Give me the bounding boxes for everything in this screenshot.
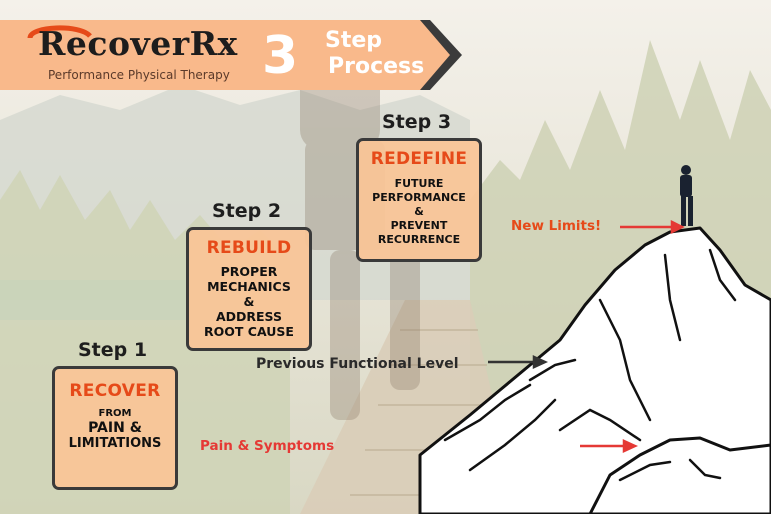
step-count-number: 3 (262, 26, 299, 86)
pain-arrow (580, 439, 639, 453)
previous-level-label: Previous Functional Level (256, 356, 459, 372)
step-2-heading: REBUILD (206, 238, 292, 258)
climber-silhouette (680, 165, 693, 226)
step-3-card: REDEFINE FUTURE PERFORMANCE & PREVENT RE… (356, 138, 482, 262)
step-2-body: PROPER MECHANICS & ADDRESS ROOT CAUSE (189, 264, 309, 339)
step-2-line: MECHANICS (207, 279, 291, 294)
step-2-card: REBUILD PROPER MECHANICS & ADDRESS ROOT … (186, 227, 312, 351)
new-limits-label: New Limits! (511, 218, 602, 234)
step-2-line: ROOT CAUSE (204, 324, 294, 339)
step-1-heading: RECOVER (69, 381, 161, 401)
brand-name: RecoverRx (38, 24, 238, 63)
step-1-line: LIMITATIONS (68, 436, 162, 451)
step-3-line: RECURRENCE (377, 233, 461, 246)
step-2-line: ADDRESS (215, 309, 283, 324)
step-3-line: & (414, 205, 424, 218)
step-1-title: Step 1 (78, 339, 148, 361)
step-3-body: FUTURE PERFORMANCE & PREVENT RECURRENCE (359, 177, 479, 247)
step-3-line: FUTURE (394, 177, 444, 190)
previous-level-arrow (488, 355, 549, 369)
step-1-body: FROM PAIN & LIMITATIONS (55, 407, 175, 452)
step-2-line: PROPER (220, 264, 278, 279)
process-title-line1: Step (325, 28, 383, 53)
process-title-line2: Process (328, 54, 425, 79)
step-1-line: FROM (98, 408, 132, 419)
step-2-line: & (243, 294, 255, 309)
pain-label: Pain & Symptoms (200, 438, 335, 454)
step-1-card: RECOVER FROM PAIN & LIMITATIONS (52, 366, 178, 490)
step-3-heading: REDEFINE (370, 149, 468, 169)
step-3-line: PREVENT (390, 219, 448, 232)
banner-shape (0, 20, 462, 90)
brand-tagline: Performance Physical Therapy (48, 68, 230, 82)
header-banner: RecoverRx Performance Physical Therapy 3… (0, 20, 462, 90)
step-3-title: Step 3 (382, 111, 452, 133)
new-limits-arrow (620, 219, 685, 235)
step-2-title: Step 2 (212, 200, 282, 222)
step-1-line: PAIN & (88, 420, 142, 436)
step-3-line: PERFORMANCE (372, 191, 466, 204)
